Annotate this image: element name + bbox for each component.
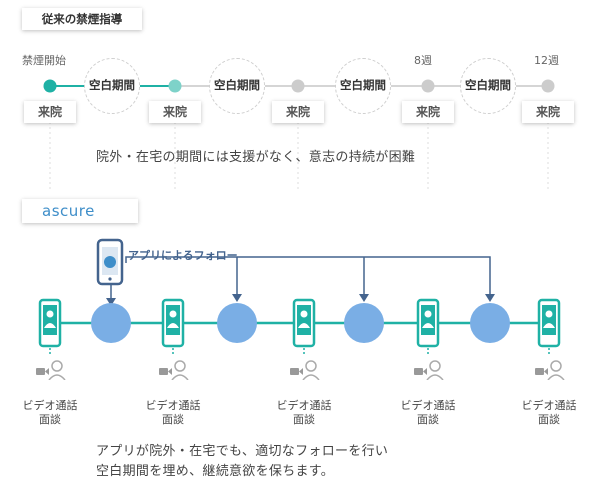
blank-period-3: 空白期間 (335, 58, 391, 114)
blank-period-2: 空白期間 (209, 58, 265, 114)
ascure-timeline (36, 256, 565, 380)
follow-label: アプリによるフォロー (128, 249, 238, 262)
video-call-label: ビデオ通話面談 (400, 399, 456, 426)
phone-icon (161, 298, 185, 356)
blank-period-1: 空白期間 (84, 58, 140, 114)
phone-icon (292, 298, 316, 356)
phone-icon (416, 298, 440, 356)
start-label: 禁煙開始 (22, 54, 66, 67)
video-call-icon (36, 360, 66, 380)
video-call-icon (535, 360, 565, 380)
video-call-label: ビデオ通話面談 (145, 399, 201, 426)
video-call-label: ビデオ通話面談 (521, 399, 577, 426)
video-call-icon (414, 360, 444, 380)
video-call-icon (290, 360, 320, 380)
blank-period-4: 空白期間 (460, 58, 516, 114)
visit-box: 来院 (24, 101, 76, 123)
timeline-dot (421, 79, 435, 93)
follow-arrow (485, 294, 495, 302)
app-support-circle (344, 303, 384, 343)
conventional-title: 従来の禁煙指導 (22, 8, 142, 30)
visit-box: 来院 (272, 101, 324, 123)
follow-arrow (359, 294, 369, 302)
timeline-dot-start (43, 79, 57, 93)
week8-label: 8週 (414, 54, 432, 67)
week12-label: 12週 (534, 54, 559, 67)
visit-box: 来院 (522, 101, 574, 123)
video-call-icon (159, 360, 189, 380)
visit-box: 来院 (149, 101, 201, 123)
visit-box: 来院 (402, 101, 454, 123)
app-support-circle (91, 303, 131, 343)
phone-icon (537, 298, 561, 356)
app-support-circle (470, 303, 510, 343)
conventional-caption: 院外・在宅の期間には支援がなく、意志の持続が困難 (96, 150, 416, 165)
follow-arrow (232, 294, 242, 302)
app-support-circle (217, 303, 257, 343)
ascure-logo-mark: ascure (42, 202, 95, 220)
video-call-label: ビデオ通話面談 (22, 399, 78, 426)
ascure-caption-line2: 空白期間を埋め、継続意欲を保ちます。 (96, 464, 335, 479)
ascure-logo: ascure (22, 199, 138, 223)
timeline-dot (291, 79, 305, 93)
follow-line (125, 256, 491, 296)
video-call-label: ビデオ通話面談 (276, 399, 332, 426)
ascure-caption-line1: アプリが院外・在宅でも、適切なフォローを行い (96, 444, 389, 459)
timeline-dot (168, 79, 182, 93)
svg-text:ascure: ascure (42, 202, 95, 220)
app-phone-icon (96, 238, 124, 286)
timeline-dot (541, 79, 555, 93)
follow-arrow (106, 298, 116, 306)
phone-icon (38, 298, 62, 356)
